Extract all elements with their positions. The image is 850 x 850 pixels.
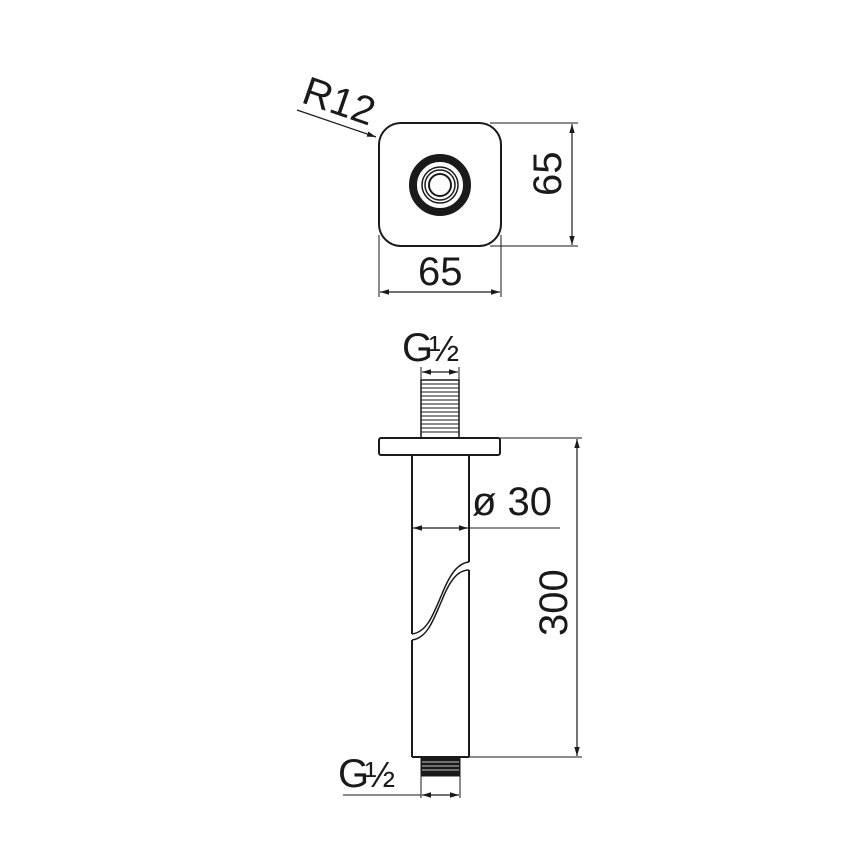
side-view — [343, 367, 582, 798]
top-view — [296, 109, 578, 297]
outlet-thread-label: G½ — [338, 752, 395, 796]
break-line-lower — [411, 569, 470, 641]
inlet-thread-body — [420, 379, 460, 439]
outlet-thread-body — [420, 757, 461, 777]
height-label: 65 — [526, 152, 570, 197]
length-label: 300 — [532, 569, 576, 636]
outlet-bore — [428, 173, 452, 197]
flange-square-outline — [378, 122, 502, 247]
radius-label: R12 — [297, 69, 381, 134]
inlet-thread-lines — [421, 383, 459, 433]
radius-leader-line — [296, 109, 377, 138]
inlet-thread-label: G½ — [402, 326, 459, 370]
outlet-thread-lines — [422, 761, 459, 771]
width-label: 65 — [418, 250, 463, 294]
outlet-ring-mid — [421, 166, 459, 204]
break-line-upper — [411, 561, 470, 635]
diameter-label: ø 30 — [472, 480, 552, 524]
outlet-ring-inner — [424, 169, 456, 201]
flange-plate — [378, 437, 501, 456]
outlet-ring-outer — [409, 154, 471, 216]
